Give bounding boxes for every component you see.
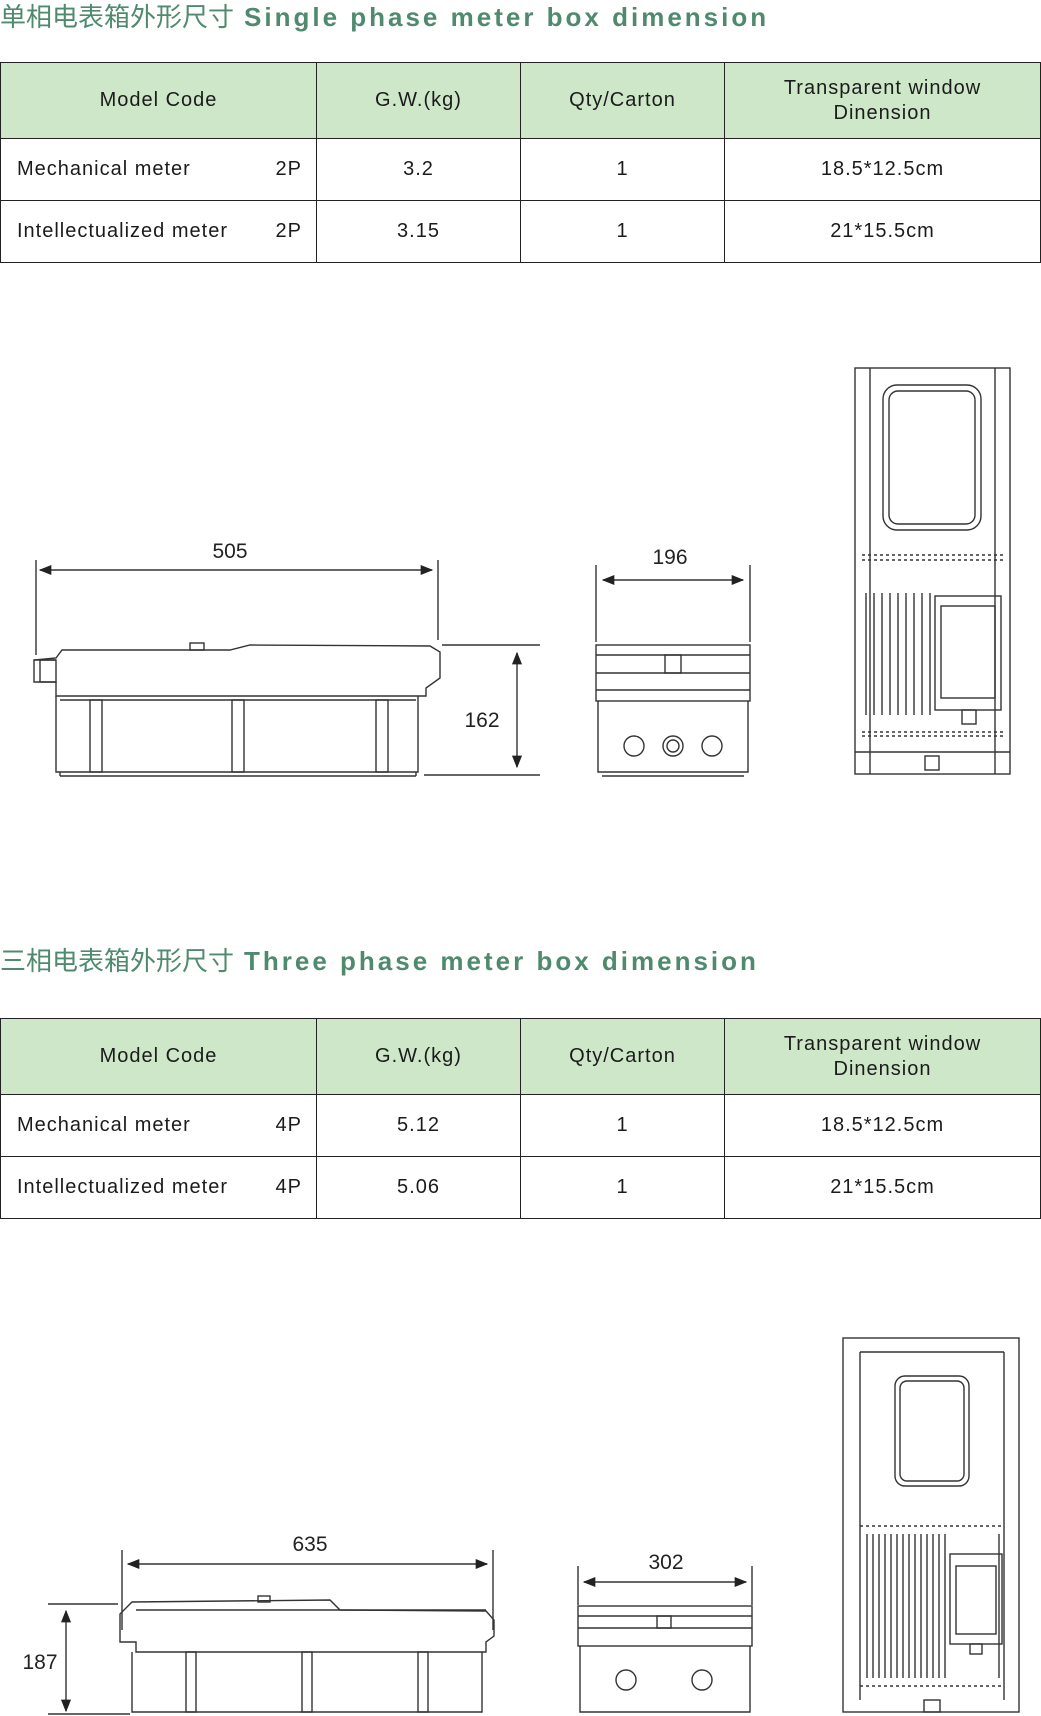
- header-qty-carton: Qty/Carton: [520, 62, 725, 139]
- width-label: 196: [652, 546, 687, 569]
- model-code: 4P: [275, 1114, 302, 1136]
- header-gross-weight: G.W.(kg): [316, 1018, 521, 1095]
- model-code: 2P: [275, 220, 302, 242]
- single-phase-spec-table: Model Code G.W.(kg) Qty/Carton Transpare…: [0, 62, 1041, 263]
- table-row: Mechanical meter 2P 3.2 1 18.5*12.5cm: [0, 138, 1041, 201]
- height-label: 162: [464, 709, 499, 732]
- top-view-drawing: [842, 1337, 1020, 1713]
- qty-cell: 1: [520, 200, 725, 263]
- side-view-drawing: [33, 560, 540, 777]
- window-cell: 21*15.5cm: [724, 1156, 1041, 1219]
- table-header-row: Model Code G.W.(kg) Qty/Carton Transpare…: [0, 1018, 1041, 1095]
- three-phase-title-cn: 三相电表箱外形尺寸: [0, 946, 235, 976]
- model-cell: Mechanical meter 2P: [0, 138, 317, 201]
- single-phase-title-en: Single phase meter box dimension: [244, 2, 770, 32]
- three-phase-title: 三相电表箱外形尺寸 Three phase meter box dimension: [0, 941, 759, 978]
- gross-weight-cell: 3.15: [316, 200, 521, 263]
- height-label: 187: [22, 1651, 57, 1674]
- table-row: Mechanical meter 4P 5.12 1 18.5*12.5cm: [0, 1094, 1041, 1157]
- qty-cell: 1: [520, 1156, 725, 1219]
- qty-cell: 1: [520, 1094, 725, 1157]
- model-name: Mechanical meter: [17, 158, 191, 180]
- model-cell: Intellectualized meter 2P: [0, 200, 317, 263]
- model-code: 4P: [275, 1176, 302, 1198]
- front-view-drawing: [577, 1566, 753, 1713]
- model-name: Intellectualized meter: [17, 1176, 228, 1198]
- header-qty-carton: Qty/Carton: [520, 1018, 725, 1095]
- model-code: 2P: [275, 158, 302, 180]
- front-view-drawing: [595, 565, 751, 777]
- window-cell: 18.5*12.5cm: [724, 1094, 1041, 1157]
- qty-cell: 1: [520, 138, 725, 201]
- table-header-row: Model Code G.W.(kg) Qty/Carton Transpare…: [0, 62, 1041, 139]
- length-label: 635: [292, 1533, 327, 1556]
- single-phase-drawings: 505 196 162: [33, 367, 1011, 777]
- gross-weight-cell: 5.06: [316, 1156, 521, 1219]
- table-row: Intellectualized meter 2P 3.15 1 21*15.5c…: [0, 200, 1041, 263]
- window-cell: 18.5*12.5cm: [724, 138, 1041, 201]
- header-model-code: Model Code: [0, 62, 317, 139]
- model-name: Mechanical meter: [17, 1114, 191, 1136]
- gross-weight-cell: 3.2: [316, 138, 521, 201]
- three-phase-drawings: 635 302 187: [22, 1337, 1020, 1715]
- table-row: Intellectualized meter 4P 5.06 1 21*15.5c…: [0, 1156, 1041, 1219]
- width-label: 302: [648, 1551, 683, 1574]
- three-phase-title-en: Three phase meter box dimension: [244, 946, 759, 976]
- header-window-dimension: Transparent window Dinension: [724, 1018, 1041, 1095]
- window-cell: 21*15.5cm: [724, 200, 1041, 263]
- single-phase-title: 单相电表箱外形尺寸 Single phase meter box dimensio…: [0, 0, 769, 34]
- single-phase-title-cn: 单相电表箱外形尺寸: [0, 2, 235, 32]
- top-view-drawing: [854, 367, 1011, 775]
- header-gross-weight: G.W.(kg): [316, 62, 521, 139]
- gross-weight-cell: 5.12: [316, 1094, 521, 1157]
- header-model-code: Model Code: [0, 1018, 317, 1095]
- header-window-dimension: Transparent window Dinension: [724, 62, 1041, 139]
- length-label: 505: [212, 540, 247, 563]
- model-name: Intellectualized meter: [17, 220, 228, 242]
- three-phase-spec-table: Model Code G.W.(kg) Qty/Carton Transpare…: [0, 1018, 1041, 1219]
- side-view-drawing: [48, 1550, 495, 1715]
- model-cell: Mechanical meter 4P: [0, 1094, 317, 1157]
- model-cell: Intellectualized meter 4P: [0, 1156, 317, 1219]
